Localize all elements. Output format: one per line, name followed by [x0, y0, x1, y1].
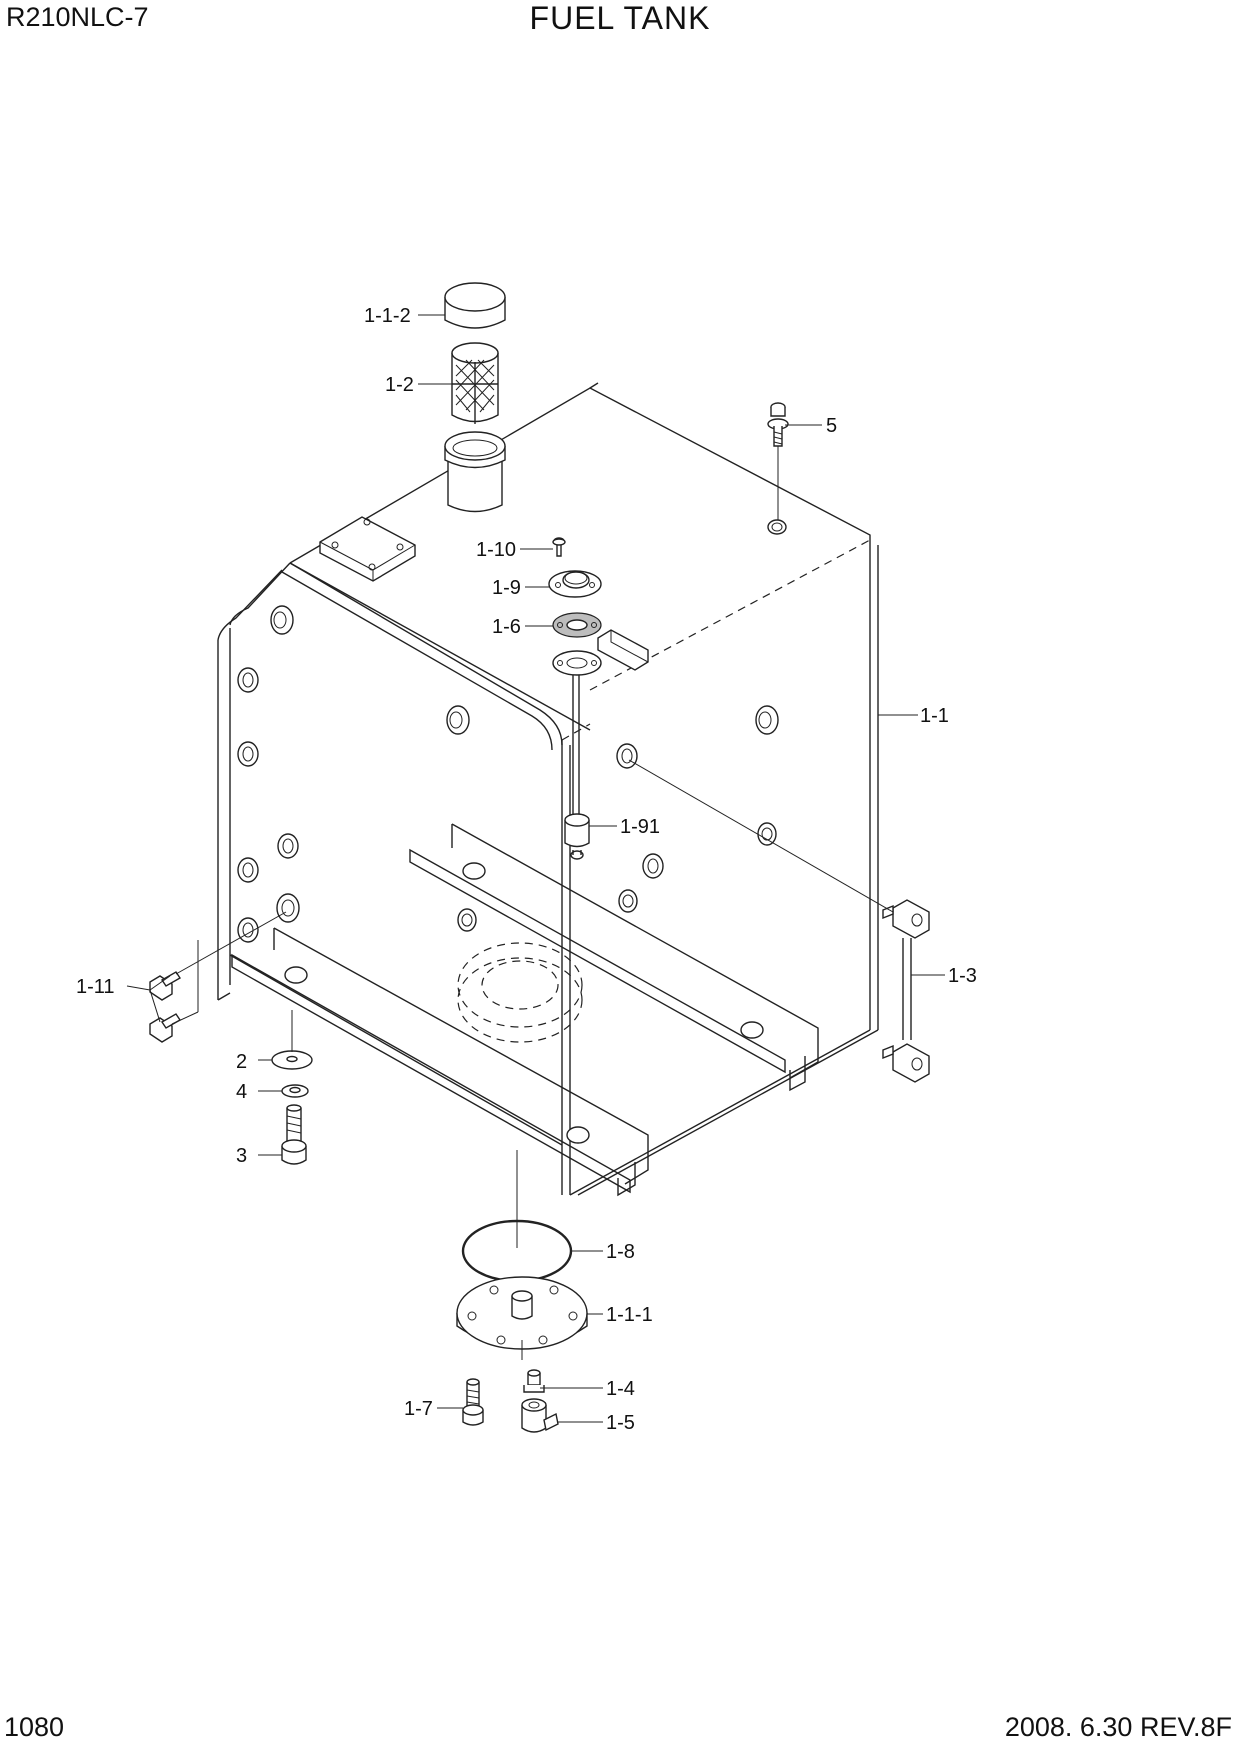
- callout-4: 4: [236, 1081, 247, 1103]
- page-title: FUEL TANK: [529, 0, 711, 36]
- level-rod: [882, 899, 930, 1083]
- callout-1-4: 1-4: [606, 1378, 635, 1400]
- callout-1-3: 1-3: [948, 965, 977, 987]
- bolt-1-7: [462, 1378, 484, 1426]
- callout-2: 2: [236, 1051, 247, 1073]
- bolt-1-10: [552, 538, 566, 546]
- callout-1-91: 1-91: [620, 816, 660, 838]
- revision-date: 2008. 6.30 REV.8F: [1004, 1712, 1232, 1742]
- callout-1-5: 1-5: [606, 1412, 635, 1434]
- fuel-tank-body: [217, 382, 879, 1196]
- top-bracket: [597, 629, 649, 671]
- callout-3: 3: [236, 1145, 247, 1167]
- washer-2: [271, 1050, 313, 1070]
- page-number: 1080: [4, 1712, 65, 1742]
- level-gauge-assembly: [548, 537, 602, 860]
- drain-valve-1-4: [523, 1369, 545, 1393]
- callout-5: 5: [826, 415, 837, 437]
- callout-1-9: 1-9: [492, 577, 521, 599]
- filler-cap: [444, 282, 506, 329]
- bolt-3: [281, 1104, 307, 1165]
- mounting-rail-rear: [409, 823, 819, 1092]
- drain-cock-1-5: [521, 1398, 559, 1433]
- leader-lines: [126, 314, 945, 1423]
- callout-1-7: 1-7: [404, 1398, 433, 1420]
- callout-1-1-1: 1-1-1: [606, 1304, 653, 1326]
- callout-1-1: 1-1: [920, 705, 949, 727]
- callout-1-8: 1-8: [606, 1241, 635, 1263]
- strainer: [451, 342, 499, 424]
- bottom-flange: [456, 1276, 588, 1360]
- callout-1-6: 1-6: [492, 616, 521, 638]
- callout-1-2: 1-2: [385, 374, 414, 396]
- bottom-flange-hidden: [457, 942, 583, 1043]
- callout-1-10: 1-10: [476, 539, 516, 561]
- callout-1-1-2: 1-1-2: [364, 305, 411, 327]
- model-number: R210NLC-7: [6, 2, 149, 32]
- callout-1-11: 1-11: [76, 976, 115, 998]
- mounting-rail-front: [231, 927, 649, 1197]
- filler-neck: [444, 431, 506, 513]
- washer-4: [281, 1084, 309, 1098]
- callout-labels: 1-1-2 1-2 5 1-10 1-9 1-6 1-1 1-91 1-3 1-…: [76, 305, 977, 1434]
- mounting-bosses: [237, 519, 787, 943]
- inspection-cover-plate: [319, 516, 416, 582]
- drain-plugs: [149, 971, 181, 1043]
